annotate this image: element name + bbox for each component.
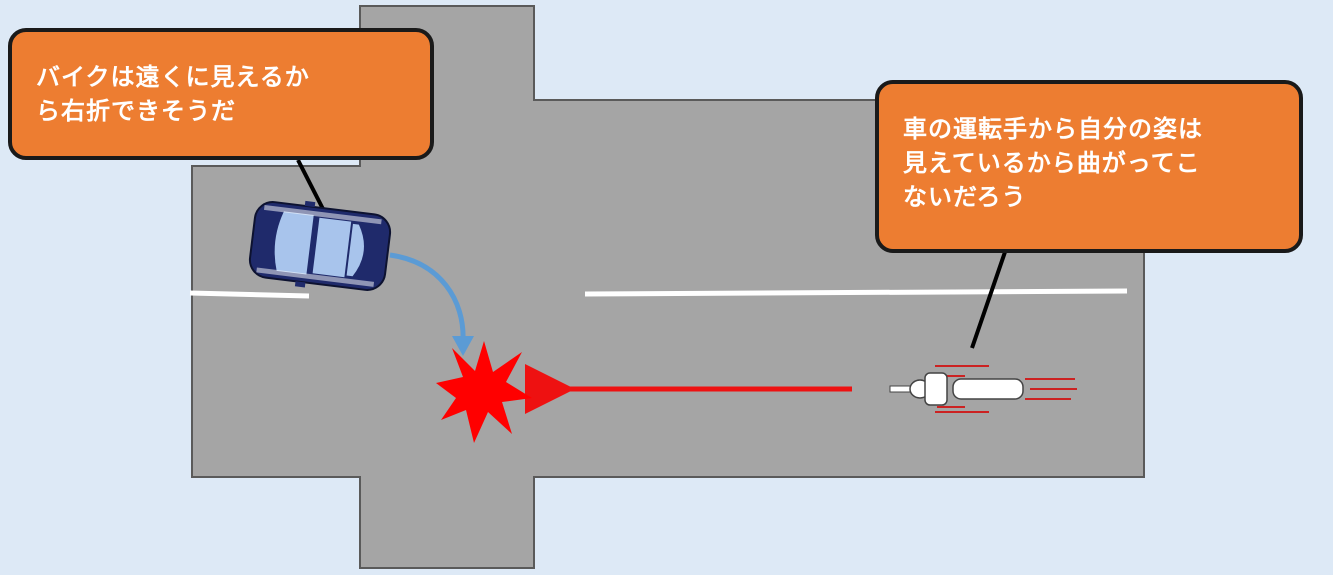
- motorcycle-bubble-pointer: [970, 251, 1007, 349]
- lane-marking-right: [584, 288, 1128, 297]
- car-bubble-text-line: バイクは遠くに見えるか: [36, 63, 310, 91]
- car-turn-path: [389, 252, 466, 343]
- motorcycle-rider-thought-bubble: 車の運転手から自分の姿は 見えているから曲がってこ ないだろう: [875, 80, 1303, 253]
- lane-marking-left: [189, 290, 310, 299]
- collision-burst-icon: [436, 341, 532, 443]
- motorcycle-bubble-text-line: 車の運転手から自分の姿は: [903, 115, 1203, 143]
- car-driver-thought-bubble: バイクは遠くに見えるか ら右折できそうだ: [8, 28, 434, 160]
- car-bubble-text-line: ら右折できそうだ: [36, 97, 236, 125]
- car-bubble-pointer: [296, 159, 325, 210]
- car-icon: [248, 200, 392, 291]
- car-turn-arrowhead: [452, 336, 474, 356]
- motorcycle-bubble-text-line: 見えているから曲がってこ: [903, 149, 1201, 177]
- motorcycle-bubble-text-line: ないだろう: [903, 183, 1027, 211]
- motorcycle-icon: [889, 365, 1077, 413]
